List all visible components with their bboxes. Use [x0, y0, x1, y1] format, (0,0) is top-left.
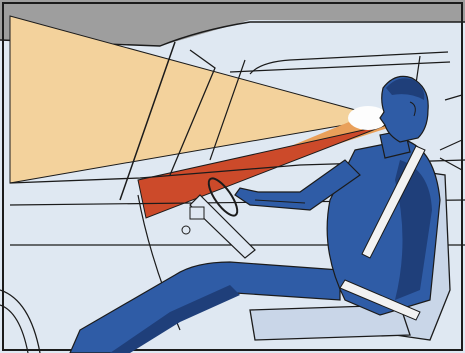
pedal-knob — [182, 226, 190, 234]
control-stalk — [190, 207, 204, 219]
